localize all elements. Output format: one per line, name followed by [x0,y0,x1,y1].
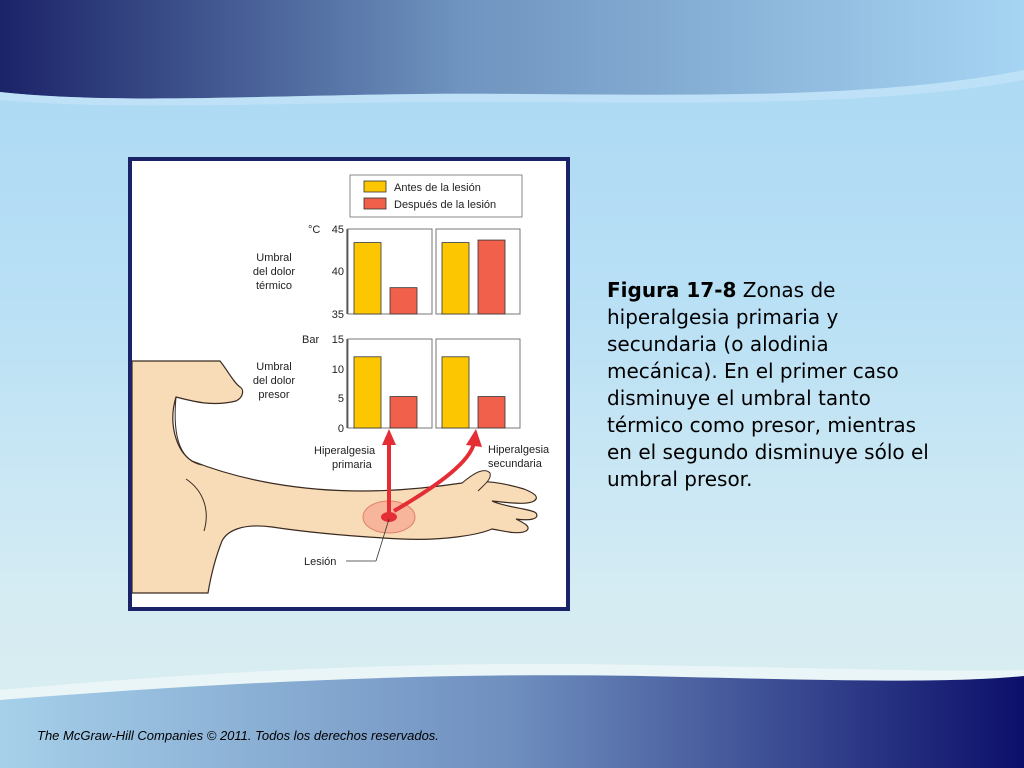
thermal-unit: °C [308,224,320,236]
thermal-tick-35: 35 [332,309,344,321]
figure-caption: Figura 17-8 Zonas de hiperalgesia primar… [607,277,937,493]
pressure-tick-5: 5 [338,393,344,405]
figure-frame: Antes de la lesión Después de la lesión … [128,157,570,611]
legend-swatch-after [363,197,387,210]
secondary-arrow [392,442,476,513]
primary-label-line-1: Hiperalgesia [314,445,376,457]
secondary-label-line-2: secundaria [488,458,543,470]
bar-panels [346,228,521,429]
pressure-tick-15: 15 [332,334,344,346]
pressure-label-line-1: Umbral [256,361,291,373]
legend-label-before: Antes de la lesión [394,182,481,194]
arm-illustration [132,360,538,594]
hyperalgesia-figure: Antes de la lesión Después de la lesión … [132,174,550,594]
pressure-tick-10: 10 [332,364,344,376]
arm-crease [174,396,203,466]
pressure-unit: Bar [302,334,319,346]
thermal-label-line-3: térmico [256,280,292,292]
lesion-label: Lesión [304,556,336,568]
primary-label-line-2: primaria [332,459,373,471]
thermal-bar-after-2 [477,239,506,315]
elbow-line [185,478,207,532]
arrows [382,429,482,513]
thermal-label-line-1: Umbral [256,252,291,264]
thermal-bar-after-1 [389,287,418,315]
thermal-label-line-2: del dolor [253,266,296,278]
caption-text: Zonas de hiperalgesia primaria y secunda… [607,278,929,491]
thermal-tick-45: 45 [332,224,344,236]
thermal-bar-before-2 [441,242,470,315]
bottom-band [0,675,1024,768]
secondary-arrowhead [466,429,482,447]
copyright-footer: The McGraw-Hill Companies © 2011. Todos … [37,728,439,743]
lesion-mark [381,512,397,522]
thermal-tick-40: 40 [332,266,344,278]
pressure-tick-0: 0 [338,423,344,435]
top-band-highlight [0,70,1024,106]
pressure-bar-after-2 [477,396,506,429]
pressure-bar-after-1 [389,396,418,429]
lesion-leader [375,518,390,562]
secondary-label-line-1: Hiperalgesia [488,444,550,456]
pressure-label-line-2: del dolor [253,375,296,387]
legend-label-after: Después de la lesión [394,199,496,211]
top-band [0,0,1024,99]
legend-swatch-before [363,180,387,193]
thumb [461,470,491,492]
thermal-bar-before-1 [353,242,382,315]
legend: Antes de la lesión Después de la lesión [349,174,523,218]
caption-figure-number: Figura 17-8 [607,278,737,302]
pressure-bar-before-1 [353,356,382,429]
pressure-label-line-3: presor [258,389,290,401]
pressure-bar-before-2 [441,356,470,429]
primary-arrowhead [382,429,396,445]
